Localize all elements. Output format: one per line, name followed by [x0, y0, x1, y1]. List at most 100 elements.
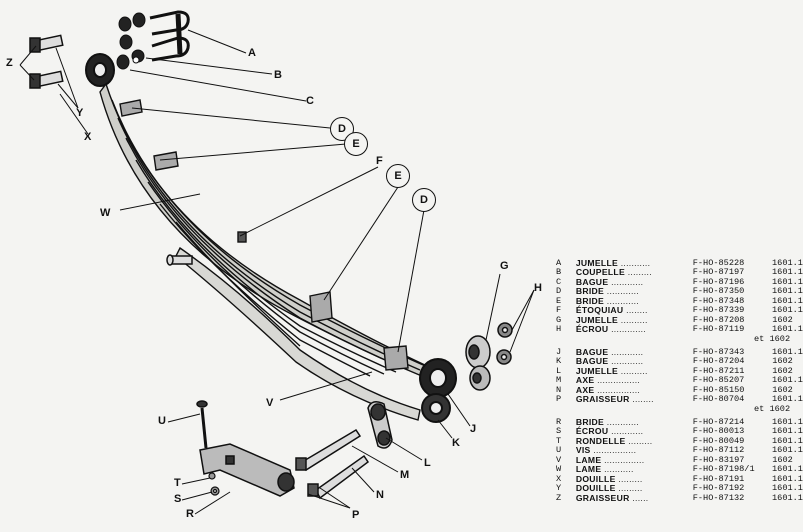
- part-dots: ...........: [620, 258, 651, 268]
- front-eye: [85, 53, 115, 87]
- part-name: JUMELLE: [575, 365, 619, 376]
- part-dots: .........: [618, 483, 643, 494]
- part-reference: F-HO-83197: [692, 454, 745, 465]
- part-model: 1601.1: [772, 394, 803, 405]
- leaf-stack: [99, 82, 446, 421]
- part-name-cell: JUMELLE ..........: [575, 365, 693, 376]
- part-name: LAME: [575, 454, 602, 465]
- part-name: BRIDE: [575, 295, 605, 306]
- part-name: VIS: [575, 445, 591, 456]
- callout-f: F: [376, 155, 383, 167]
- callout-l: L: [424, 457, 431, 469]
- part-name: LAME: [575, 464, 602, 475]
- part-dots: ............: [606, 286, 640, 297]
- callout-w: W: [100, 207, 111, 219]
- part-name-cell: BAGUE ............: [576, 357, 693, 366]
- part-name: BAGUE: [575, 356, 609, 367]
- part-reference: F-HO-87192: [692, 483, 745, 494]
- part-model: 1601.1: [772, 295, 803, 306]
- shackle-a: [149, 10, 190, 62]
- part-name: BRIDE: [575, 417, 605, 427]
- part-letter: A: [556, 258, 562, 268]
- part-letter: P: [556, 394, 562, 405]
- callout-t: T: [174, 477, 181, 489]
- part-model: 1601.1: [772, 305, 803, 316]
- part-reference: F-HO-80013: [692, 426, 745, 437]
- callout-d-circle-2: D: [412, 188, 436, 212]
- part-dots: ................: [593, 445, 637, 456]
- part-reference: F-HO-87204: [692, 356, 745, 367]
- shackle-g: [465, 335, 491, 391]
- part-letter: N: [556, 384, 562, 395]
- part-model: 1601.1: [772, 324, 803, 335]
- part-model: 1602: [772, 384, 793, 395]
- part-name: ÉCROU: [575, 324, 609, 335]
- part-letter: B: [556, 267, 562, 278]
- rear-eye: [419, 358, 457, 423]
- leader-lines: [19, 29, 535, 515]
- part-name-cell: RONDELLE .........: [576, 435, 693, 446]
- part-name: DOUILLE: [575, 483, 616, 494]
- bolts-z-y: [29, 34, 64, 89]
- part-dots: .........: [618, 473, 643, 484]
- part-model: 1601.1: [772, 445, 803, 456]
- part-dots: ............: [611, 356, 644, 367]
- part-model: 1602: [772, 365, 793, 376]
- part-letter: K: [556, 356, 562, 367]
- part-letter: C: [556, 276, 562, 287]
- part-name: COUPELLE: [575, 267, 626, 278]
- part-model: 1601.1: [772, 417, 803, 427]
- callout-v: V: [266, 397, 274, 409]
- part-model: 1601.1: [772, 375, 803, 386]
- part-model: 1602: [772, 314, 793, 325]
- part-dots: ............: [611, 426, 644, 437]
- part-letter: Z: [556, 492, 562, 503]
- part-model: 1601.1: [772, 473, 803, 484]
- part-reference: F-HO-87214: [692, 417, 745, 427]
- callout-b: B: [274, 69, 282, 81]
- small-parts-s-t: [208, 472, 220, 496]
- callout-h: H: [534, 282, 542, 294]
- part-dots: .........: [628, 435, 653, 446]
- part-model: 1601.1: [772, 286, 803, 297]
- part-reference: F-HO-87112: [692, 445, 745, 456]
- part-name: AXE: [575, 384, 595, 395]
- bracket-r: [196, 400, 295, 497]
- part-name: JUMELLE: [575, 314, 619, 325]
- callout-e-circle-2: E: [386, 164, 410, 188]
- part-reference: F-HO-87350: [692, 286, 745, 297]
- part-reference: F-HO-87208: [692, 314, 745, 325]
- part-letter: Y: [556, 483, 562, 494]
- part-dots: ........: [626, 305, 648, 316]
- part-reference: F-HO-87343: [692, 346, 745, 357]
- part-reference: F-HO-87191: [692, 473, 745, 484]
- part-dots: ......: [632, 492, 649, 503]
- part-name-cell: ÉCROU ............: [576, 427, 693, 436]
- part-name: ÉCROU: [575, 426, 609, 437]
- part-dots: ................: [597, 375, 641, 386]
- part-letter: J: [556, 346, 562, 357]
- part-name-cell: COUPELLE .........: [576, 268, 693, 277]
- part-name: AXE: [575, 375, 595, 386]
- part-letter: M: [556, 375, 562, 386]
- center-pin: [166, 254, 193, 266]
- part-name-cell: ÉCROU .............: [575, 324, 693, 335]
